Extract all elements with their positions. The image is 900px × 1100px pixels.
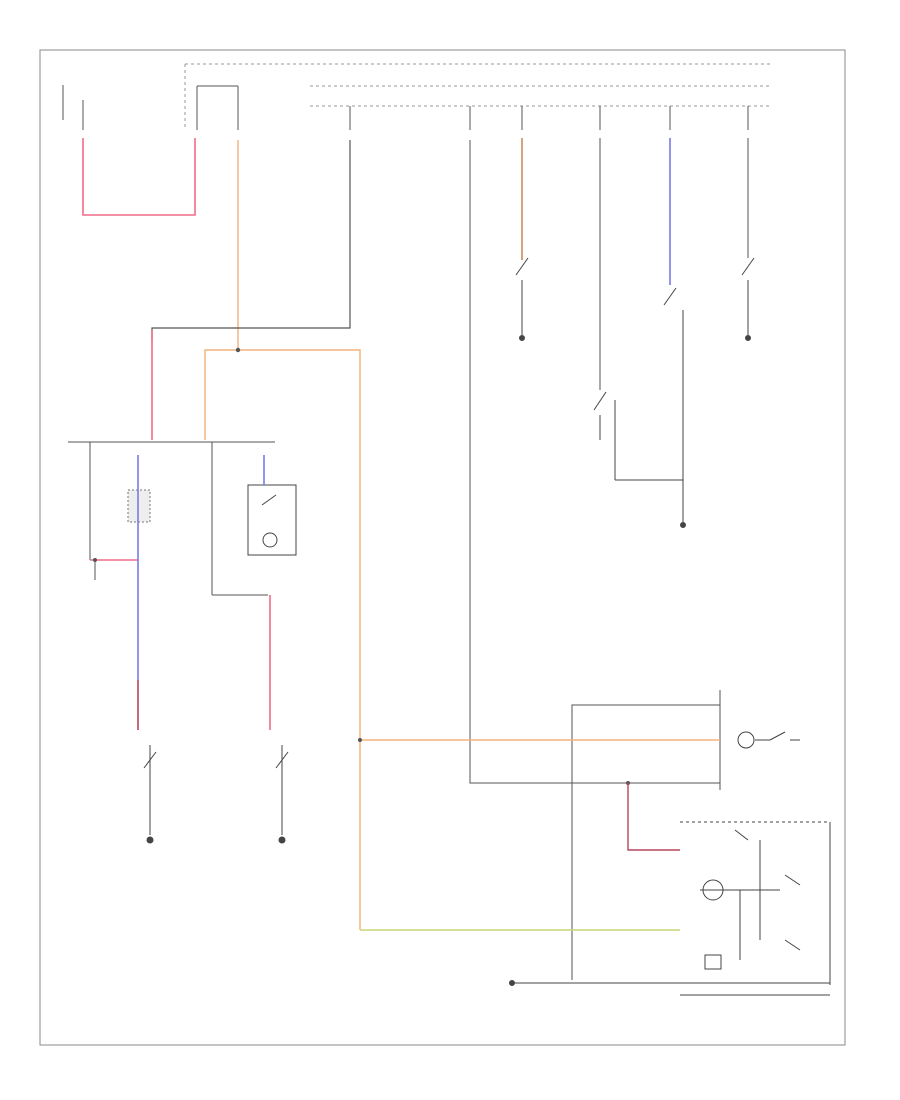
fuse-block (184, 63, 770, 130)
diagram-border (39, 49, 846, 1046)
right-bottom-module (360, 690, 721, 980)
door-lock-switch[interactable] (755, 731, 800, 741)
lamp-dome (737, 731, 755, 749)
wire-orange-branch (204, 349, 238, 440)
door-switch-right-lower[interactable] (275, 745, 289, 844)
splice-orange-right (358, 738, 362, 742)
wire-dark-red (627, 783, 680, 851)
switch-blade-center (261, 494, 277, 506)
wire-orange-main (237, 140, 361, 930)
left-switch-unit[interactable] (127, 489, 151, 523)
key-reminder-unit[interactable] (680, 821, 831, 985)
wire-gray-left (151, 140, 351, 340)
wire-gray-right-long (469, 140, 720, 784)
door-switch-left-lower[interactable] (143, 745, 157, 844)
fuses-row (349, 106, 749, 130)
door-switch-far-right[interactable] (741, 257, 755, 341)
left-fuse (62, 85, 239, 130)
right-switch-unit[interactable] (247, 484, 297, 556)
door-switch-gray[interactable] (593, 391, 683, 481)
splice-orange (235, 347, 241, 353)
lamp-indicator (262, 532, 278, 548)
body-ground-line (509, 980, 830, 996)
door-switch-blue[interactable] (663, 287, 686, 528)
door-switch-brown[interactable] (515, 257, 529, 341)
module-bar (68, 441, 275, 596)
wire-red-top-left (82, 138, 196, 216)
